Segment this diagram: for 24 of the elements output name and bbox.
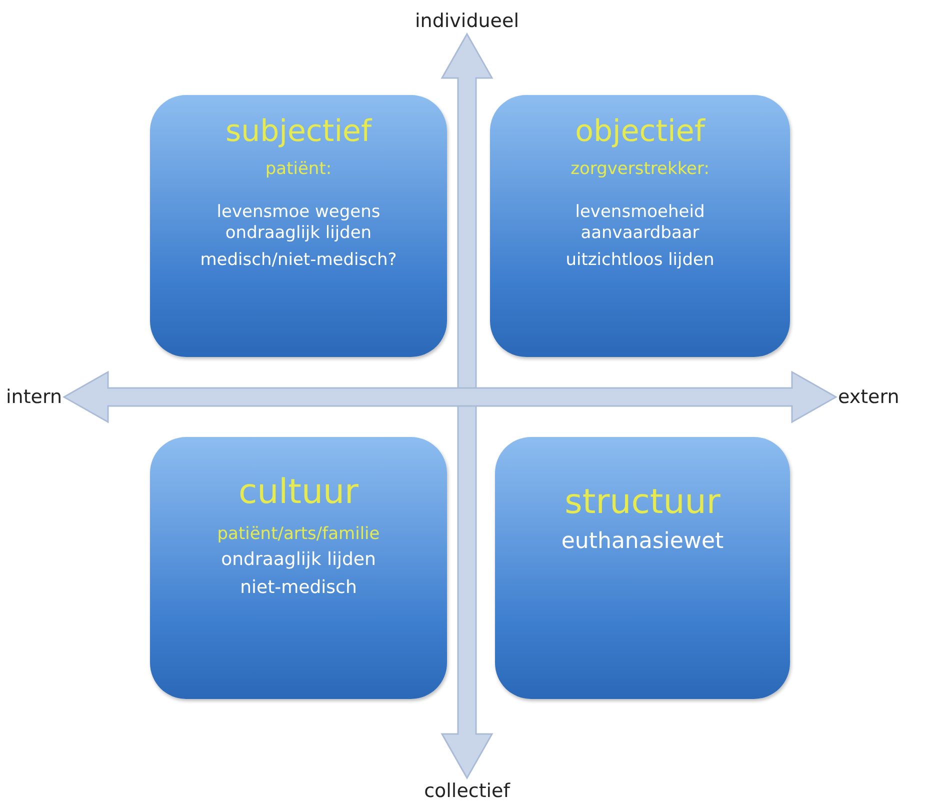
quadrant-text: medisch/niet-medisch? (200, 250, 397, 272)
quadrant-subheading: patiënt: (265, 158, 332, 180)
quadrant-box (495, 437, 790, 699)
quadrant-text: niet-medisch (240, 577, 357, 600)
quadrant-box (150, 437, 447, 699)
quadrant-text: euthanasiewet (561, 528, 724, 555)
quadrant-subheading: patiënt/arts/familie (217, 524, 380, 545)
double-arrow (62, 370, 838, 424)
axis-label: extern (838, 386, 900, 408)
axis-label: individueel (415, 10, 519, 32)
double-arrow (440, 32, 494, 780)
quadrant-text: uitzichtloos lijden (566, 250, 714, 272)
quadrant-heading: cultuur (238, 471, 359, 514)
axis-label: collectief (424, 780, 510, 802)
quadrant-heading: objectief (575, 113, 705, 150)
quadrant-heading: structuur (564, 481, 720, 524)
quadrant-text: levensmoeheid aanvaardbaar (574, 202, 706, 244)
quadrant-subheading: zorgverstrekker: (570, 158, 710, 180)
axis-label: intern (6, 386, 62, 408)
quadrant-box (150, 95, 447, 357)
quadrant-box (490, 95, 790, 357)
quadrant-text: levensmoe wegens ondraaglijk lijden (216, 202, 382, 244)
quadrant-text: ondraaglijk lijden (221, 548, 376, 572)
quadrant-heading: subjectief (225, 113, 372, 150)
